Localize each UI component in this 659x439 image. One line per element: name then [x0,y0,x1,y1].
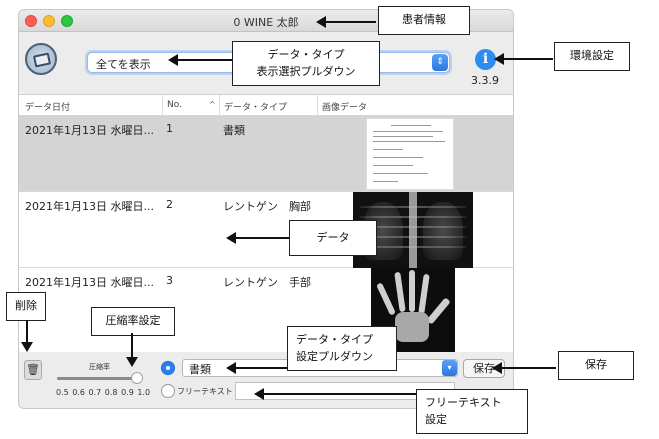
callout-type-set-line2: 設定プルダウン [296,349,373,363]
data-type-filter-value: 全てを表示 [96,58,151,71]
document-thumbnail[interactable] [366,118,454,190]
arrow-save [492,362,556,374]
callout-type-filter-line2: 表示選択プルダウン [256,64,356,78]
compression-slider[interactable] [57,372,143,384]
delete-button[interactable]: 🗑 [24,360,42,380]
free-text-label: フリーテキスト [177,387,233,396]
minimize-window-button[interactable] [43,15,55,27]
zoom-window-button[interactable] [61,15,73,27]
row-date: 2021年1月13日 水曜日... [25,276,154,289]
column-header-type[interactable]: データ・タイプ [219,95,287,116]
window-title: 0 WINE 太郎 [233,16,299,29]
chevron-updown-icon: ⇕ [432,54,448,71]
callout-patient-info: 患者情報 [378,6,470,35]
callout-free-text: フリーテキスト 設定 [416,389,528,434]
arrow-free-text [254,388,416,400]
column-header-no[interactable]: No. [162,95,182,116]
column-header-image[interactable]: 画像データ [317,95,367,116]
data-type-set-value: 書類 [189,363,211,376]
arrow-type-filter [168,54,232,66]
row-data-type: 書類 [223,124,245,137]
table-row[interactable]: 2021年1月13日 水曜日... 3 レントゲン 手部 [19,268,513,352]
chest-xray-thumbnail[interactable] [353,192,473,268]
table-row[interactable]: 2021年1月13日 水曜日... 2 レントゲン 胸部 [19,192,513,268]
compression-slider-knob[interactable] [131,372,143,384]
chevron-down-icon: ▾ [442,360,457,376]
arrow-data [226,232,289,244]
table-header: データ日付 No. ^ データ・タイプ 画像データ [19,95,513,116]
row-number: 2 [166,198,173,211]
compression-label: 圧縮率 [89,363,110,371]
row-date: 2021年1月13日 水曜日... [25,124,154,137]
arrow-type-set [226,362,287,374]
callout-data: データ [289,220,377,256]
arrow-delete [21,320,33,352]
free-text-radio[interactable] [161,384,175,398]
table-row[interactable]: 2021年1月13日 水曜日... 1 書類 [19,116,513,192]
type-set-radio[interactable] [161,361,175,375]
callout-compression: 圧縮率設定 [91,307,175,336]
compression-slider-fill [57,377,137,380]
radiograph-app-icon [25,43,57,75]
callout-delete: 削除 [6,292,46,321]
callout-type-set: データ・タイプ 設定プルダウン [287,326,397,371]
callout-save: 保存 [558,351,634,380]
arrow-patient-info [316,16,376,28]
arrow-env-settings [494,53,553,65]
sort-ascending-icon: ^ [209,100,216,109]
callout-free-text-line2: 設定 [425,412,447,426]
close-window-button[interactable] [25,15,37,27]
column-header-date[interactable]: データ日付 [25,103,71,113]
row-data-type: レントゲン 手部 [223,276,311,289]
arrow-compression [126,333,138,367]
row-number: 3 [166,274,173,287]
callout-type-filter: データ・タイプ 表示選択プルダウン [232,41,380,86]
compression-tick-labels: 0.5 0.6 0.7 0.8 0.9 1.0 [56,388,151,397]
row-data-type: レントゲン 胸部 [223,200,311,213]
callout-type-filter-line1: データ・タイプ [267,48,345,61]
callout-type-set-line1: データ・タイプ [296,333,373,346]
version-label: 3.3.9 [471,74,499,87]
info-icon[interactable]: i [475,49,496,70]
callout-free-text-line1: フリーテキスト [425,396,502,409]
row-number: 1 [166,122,173,135]
trash-icon: 🗑 [26,363,40,376]
callout-env-settings: 環境設定 [554,42,630,71]
row-date: 2021年1月13日 水曜日... [25,200,154,213]
